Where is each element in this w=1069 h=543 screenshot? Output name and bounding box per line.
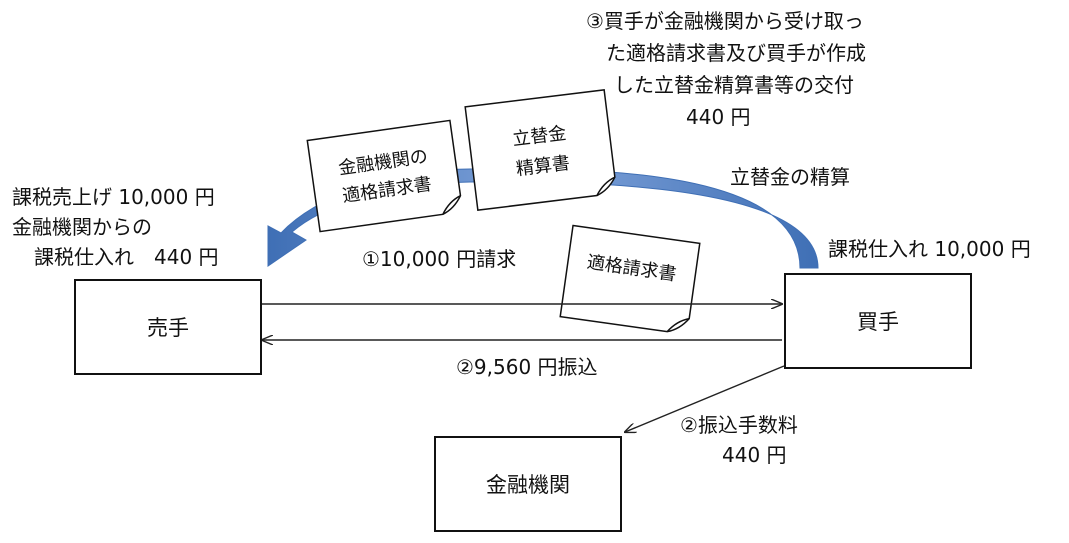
step2-fee-amount: 440 円 xyxy=(722,443,787,467)
settlement-curved-arrow xyxy=(267,168,819,269)
step3-line1: ③買手が金融機関から受け取っ xyxy=(586,9,864,33)
step3-amount: 440 円 xyxy=(686,105,751,129)
step1-label: ①10,000 円請求 xyxy=(362,247,517,271)
bank-label: 金融機関 xyxy=(486,473,570,497)
fee-arrow xyxy=(625,365,785,432)
step2-fee-label: ②振込手数料 xyxy=(680,413,798,437)
seller-label: 売手 xyxy=(147,316,189,340)
invoice-document: 適格請求書 xyxy=(559,224,701,333)
buyer-purchase-label: 課税仕入れ 10,000 円 xyxy=(828,237,1031,261)
bank-box: 金融機関 xyxy=(434,436,622,532)
seller-box: 売手 xyxy=(74,279,262,375)
seller-sales-line1: 課税売上げ 10,000 円 xyxy=(12,185,215,209)
settlement-label: 立替金の精算 xyxy=(730,165,850,189)
buyer-label: 買手 xyxy=(857,310,899,334)
seller-sales-line3: 課税仕入れ 440 円 xyxy=(34,245,219,269)
bank-invoice-document: 金融機関の 適格請求書 xyxy=(306,119,462,233)
settlement-statement-document: 立替金 精算書 xyxy=(464,89,616,211)
step3-line3: した立替金精算書等の交付 xyxy=(614,73,854,97)
seller-sales-line2: 金融機関からの xyxy=(12,215,152,239)
step2-transfer-label: ②9,560 円振込 xyxy=(456,355,598,379)
step3-line2: た適格請求書及び買手が作成 xyxy=(606,41,866,65)
buyer-box: 買手 xyxy=(784,273,972,369)
